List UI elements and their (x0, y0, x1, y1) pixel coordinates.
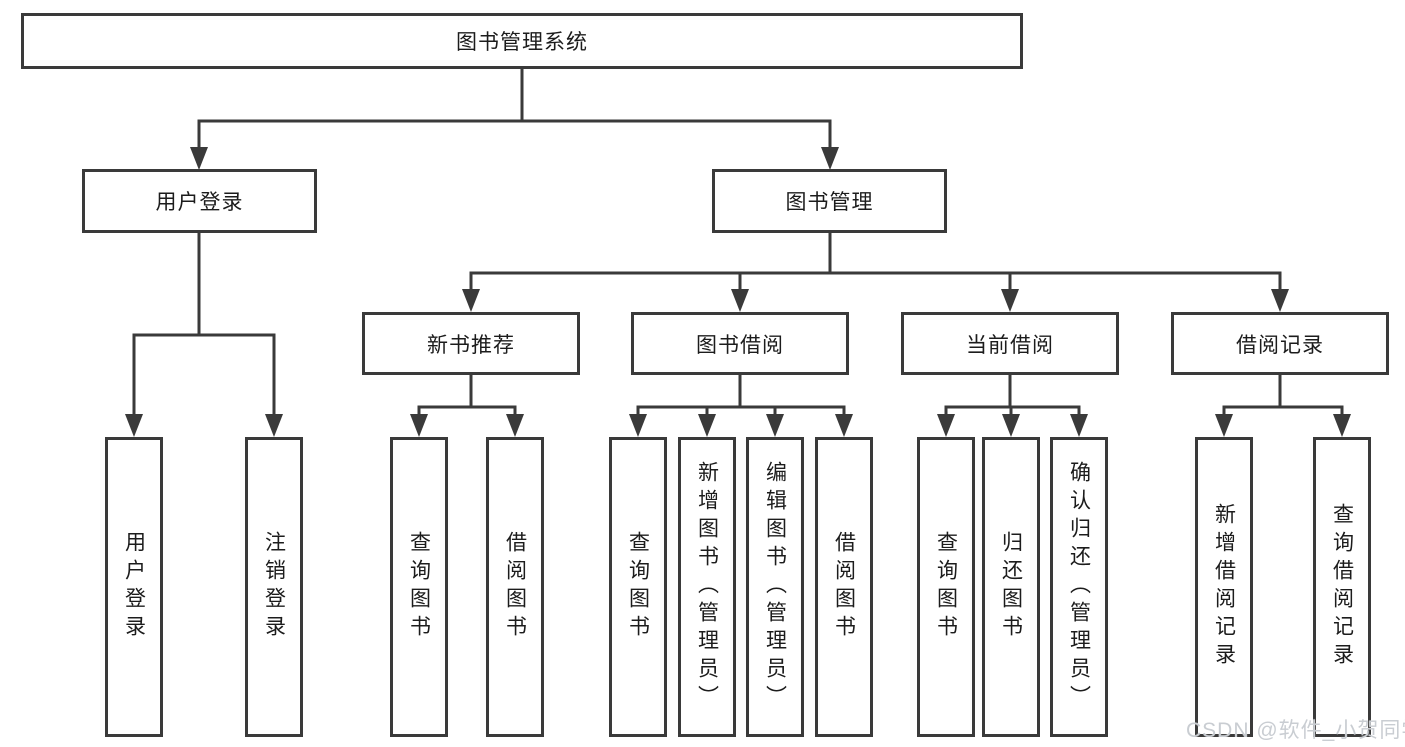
leaf-user-login: 用户登录 (105, 437, 163, 737)
leaf-logout: 注销登录 (245, 437, 303, 737)
leaf-recommend-borrow-books: 借阅图书 (486, 437, 544, 737)
leaf-current-query-books: 查询图书 (917, 437, 975, 737)
node-current-borrow: 当前借阅 (901, 312, 1119, 375)
leaf-record-add-borrow-record: 新增借阅记录 (1195, 437, 1253, 737)
leaf-current-return-books: 归还图书 (982, 437, 1040, 737)
leaf-borrow-add-books-admin: 新增图书（管理员） (678, 437, 736, 737)
leaf-recommend-query-books: 查询图书 (390, 437, 448, 737)
leaf-current-confirm-return-admin: 确认归还（管理员） (1050, 437, 1108, 737)
leaf-borrow-edit-books-admin: 编辑图书（管理员） (746, 437, 804, 737)
node-user-login: 用户登录 (82, 169, 317, 233)
node-book-borrow: 图书借阅 (631, 312, 849, 375)
node-book-management: 图书管理 (712, 169, 947, 233)
leaf-borrow-query-books: 查询图书 (609, 437, 667, 737)
watermark: CSDN @软件_小贺同学 (1186, 719, 1405, 742)
leaf-record-query-borrow-record: 查询借阅记录 (1313, 437, 1371, 737)
node-new-book-recommend: 新书推荐 (362, 312, 580, 375)
leaf-borrow-borrow-books: 借阅图书 (815, 437, 873, 737)
node-borrow-record: 借阅记录 (1171, 312, 1389, 375)
node-library-system: 图书管理系统 (21, 13, 1023, 69)
